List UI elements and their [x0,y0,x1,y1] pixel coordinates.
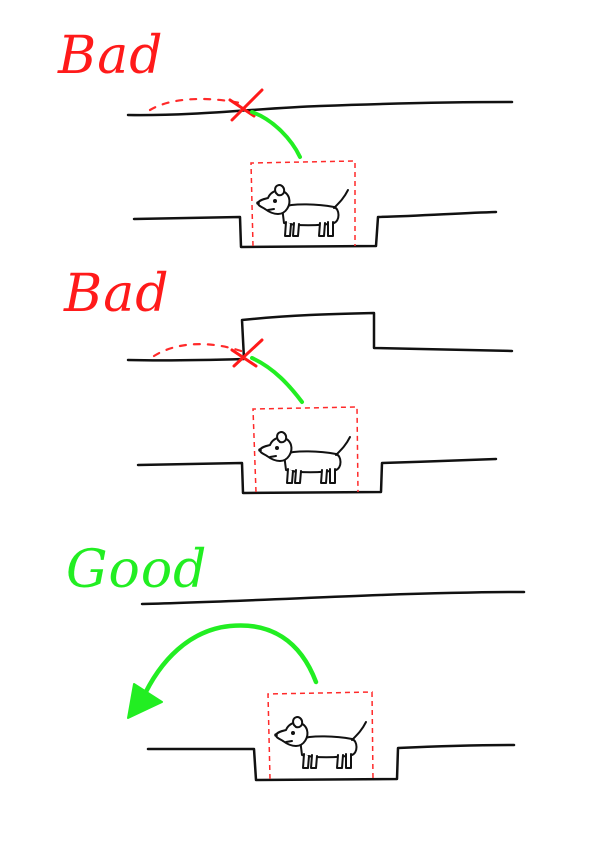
dog-character [255,184,349,237]
upper-ground-line [140,590,526,606]
dog-character [273,716,367,769]
dog-character [257,431,351,484]
lower-ground-line [132,210,498,249]
player-bounding-box [252,406,359,493]
arrow-head-icon [127,683,163,719]
bad-label: Bad [58,26,164,86]
player-bounding-box [250,160,356,247]
jump-trajectory-dashed [152,343,246,358]
collision-x-icon [230,338,264,368]
bad-label: Bad [64,264,170,324]
panel-good [127,590,526,782]
upper-ground-line [126,100,514,117]
good-label: Good [66,540,208,600]
jump-arrow [139,623,319,703]
lower-ground-line [146,743,516,782]
lower-ground-line [136,457,498,495]
panel-bad-1 [126,88,514,249]
jump-arrow [250,110,302,159]
collision-x-icon [228,88,264,122]
upper-ground-line [126,311,514,362]
panel-bad-2 [126,311,514,495]
jump-trajectory-dashed [148,97,242,112]
jump-arrow [250,356,304,404]
player-bounding-box [267,691,374,780]
